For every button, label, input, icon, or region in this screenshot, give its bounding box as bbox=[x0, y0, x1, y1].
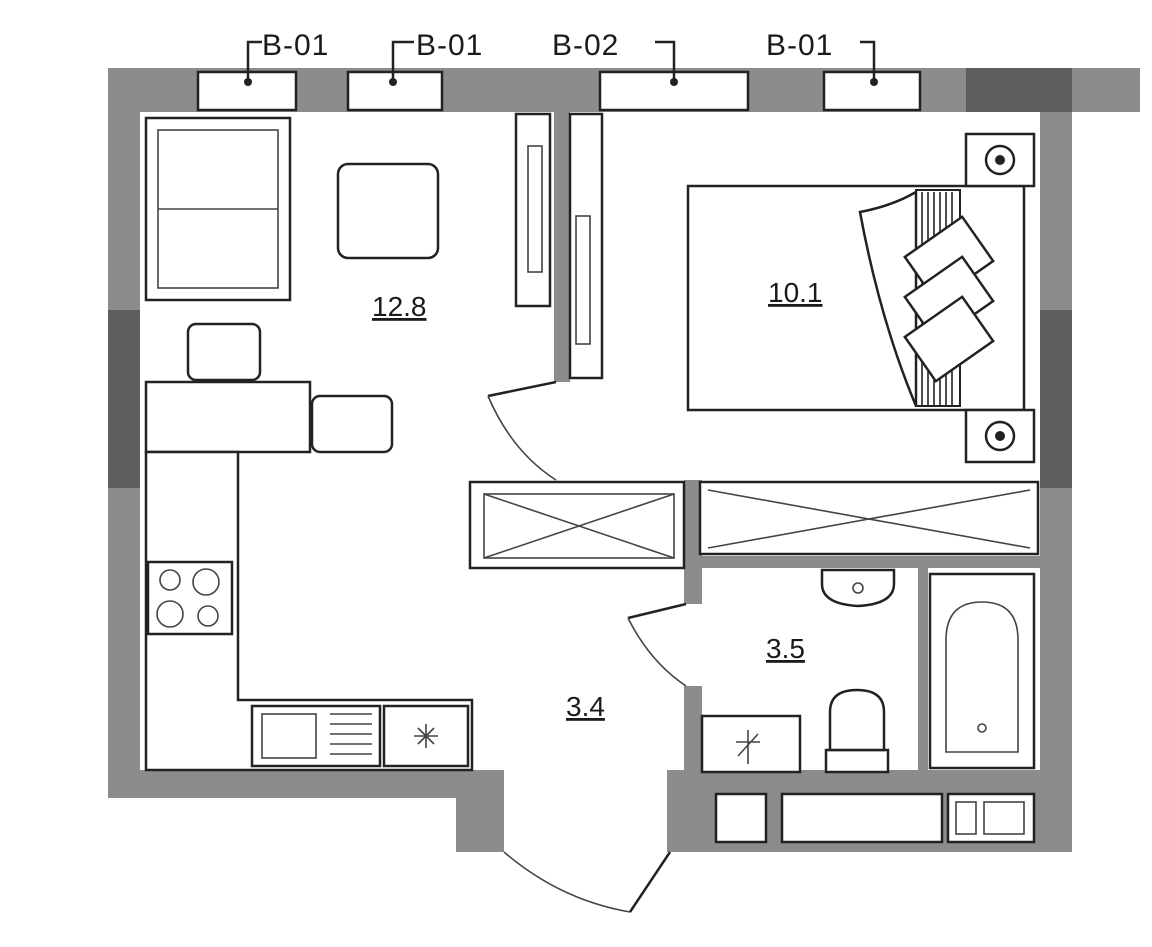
toilet bbox=[824, 688, 890, 774]
door-entrance bbox=[503, 851, 672, 913]
wardrobe-bedroom bbox=[568, 112, 604, 380]
area-label-hall: 3.4 bbox=[566, 691, 605, 722]
area-label-bedroom: 10.1 bbox=[768, 277, 823, 308]
bathtub bbox=[928, 572, 1036, 770]
service-shaft bbox=[714, 792, 1036, 844]
closet-hall bbox=[468, 480, 686, 570]
bed bbox=[686, 184, 1026, 412]
window-tag-leaders bbox=[244, 40, 878, 86]
area-label-living-kitchen: 12.8 bbox=[372, 291, 427, 322]
door-bathroom bbox=[627, 602, 687, 687]
nightstand-top bbox=[964, 132, 1036, 188]
window-tag-2: B-01 bbox=[416, 29, 483, 62]
sofa bbox=[144, 116, 292, 302]
shower-tray bbox=[700, 714, 802, 774]
kitchen-counter bbox=[144, 450, 474, 772]
window-tag-1: B-01 bbox=[262, 29, 329, 62]
wardrobe-living bbox=[514, 112, 552, 308]
chair-top bbox=[186, 322, 262, 382]
door-bedroom bbox=[487, 380, 557, 481]
dining-table bbox=[144, 380, 312, 454]
area-label-bathroom: 3.5 bbox=[766, 633, 805, 664]
kitchen-sink bbox=[250, 704, 382, 768]
chair-right bbox=[310, 394, 394, 454]
window-tag-3: B-02 bbox=[552, 29, 619, 62]
cooktop bbox=[146, 560, 234, 636]
fridge bbox=[382, 704, 470, 768]
closet-bedroom bbox=[698, 480, 1040, 556]
nightstand-bottom bbox=[964, 408, 1036, 464]
windows bbox=[196, 70, 922, 112]
armchair bbox=[336, 162, 440, 260]
interior-walls bbox=[554, 112, 1040, 772]
washbasin bbox=[820, 568, 896, 608]
window-tag-4: B-01 bbox=[766, 29, 833, 62]
